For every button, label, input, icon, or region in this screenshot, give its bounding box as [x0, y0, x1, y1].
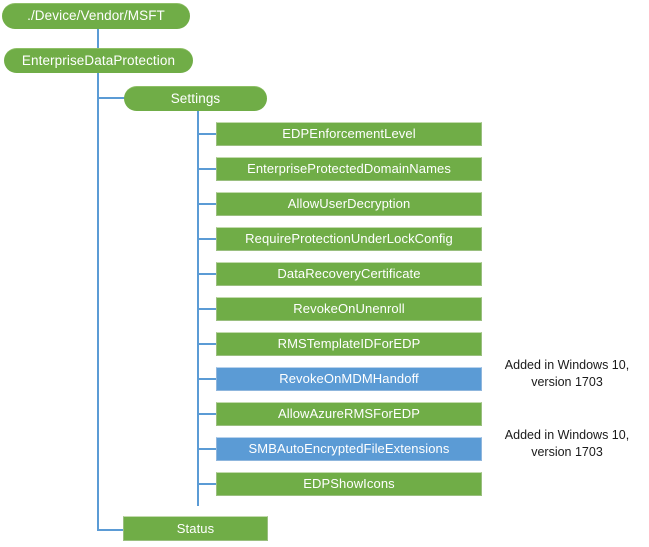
connector-to-child — [197, 133, 216, 135]
node-setting-label: RevokeOnMDMHandoff — [279, 371, 419, 387]
connector-to-child — [197, 308, 216, 310]
connector-to-child — [197, 483, 216, 485]
node-root-label: ./Device/Vendor/MSFT — [27, 8, 165, 24]
node-setting-label: RequireProtectionUnderLockConfig — [245, 231, 453, 247]
connector-to-child — [197, 238, 216, 240]
node-setting-label: RevokeOnUnenroll — [293, 301, 405, 317]
connector-to-settings — [97, 97, 125, 99]
connector-to-child — [197, 203, 216, 205]
node-setting-enterpriseprotecteddomainnames[interactable]: EnterpriseProtectedDomainNames — [216, 157, 482, 181]
connector-to-child — [197, 343, 216, 345]
connector-to-status — [97, 529, 124, 531]
node-setting-label: AllowAzureRMSForEDP — [277, 406, 421, 422]
node-enterprise-data-protection-label: EnterpriseDataProtection — [21, 52, 176, 68]
node-settings[interactable]: Settings — [124, 86, 267, 111]
node-setting-label: SMBAutoEncryptedFileExtensions — [248, 441, 450, 457]
node-setting-smbautoencryptedfileextensions[interactable]: SMBAutoEncryptedFileExtensions — [216, 437, 482, 461]
node-setting-edpenforcementlevel[interactable]: EDPEnforcementLevel — [216, 122, 482, 146]
annotation-added-in-version: Added in Windows 10, version 1703 — [504, 358, 630, 389]
node-setting-allowuserdecryption[interactable]: AllowUserDecryption — [216, 192, 482, 216]
node-setting-label: AllowUserDecryption — [287, 196, 411, 212]
connector-to-child — [197, 448, 216, 450]
connector-to-child — [197, 168, 216, 170]
node-settings-label: Settings — [170, 90, 221, 106]
connector-to-child — [197, 413, 216, 415]
node-setting-label: EDPEnforcementLevel — [282, 126, 416, 142]
node-setting-allowazurermsforedp[interactable]: AllowAzureRMSForEDP — [216, 402, 482, 426]
connector-to-child — [197, 378, 216, 380]
connector-to-child — [197, 273, 216, 275]
connector-trunk-main — [97, 71, 99, 530]
node-setting-label: EDPShowIcons — [303, 476, 395, 492]
annotation-added-in-version: Added in Windows 10, version 1703 — [504, 428, 630, 459]
node-status-label: Status — [176, 520, 215, 536]
node-setting-revokeonunenroll[interactable]: RevokeOnUnenroll — [216, 297, 482, 321]
node-enterprise-data-protection[interactable]: EnterpriseDataProtection — [4, 48, 193, 73]
node-setting-edpshowicons[interactable]: EDPShowIcons — [216, 472, 482, 496]
node-setting-revokeonmdmhandoff[interactable]: RevokeOnMDMHandoff — [216, 367, 482, 391]
node-setting-label: DataRecoveryCertificate — [277, 266, 421, 282]
node-setting-label: EnterpriseProtectedDomainNames — [247, 161, 451, 177]
node-setting-datarecoverycertificate[interactable]: DataRecoveryCertificate — [216, 262, 482, 286]
node-setting-requireprotectionunderlockconfig[interactable]: RequireProtectionUnderLockConfig — [216, 227, 482, 251]
connector-trunk-root — [97, 28, 99, 49]
node-root[interactable]: ./Device/Vendor/MSFT — [2, 3, 190, 29]
node-status[interactable]: Status — [123, 516, 268, 541]
node-setting-rmstemplateidforedp[interactable]: RMSTemplateIDForEDP — [216, 332, 482, 356]
node-setting-label: RMSTemplateIDForEDP — [277, 336, 421, 352]
